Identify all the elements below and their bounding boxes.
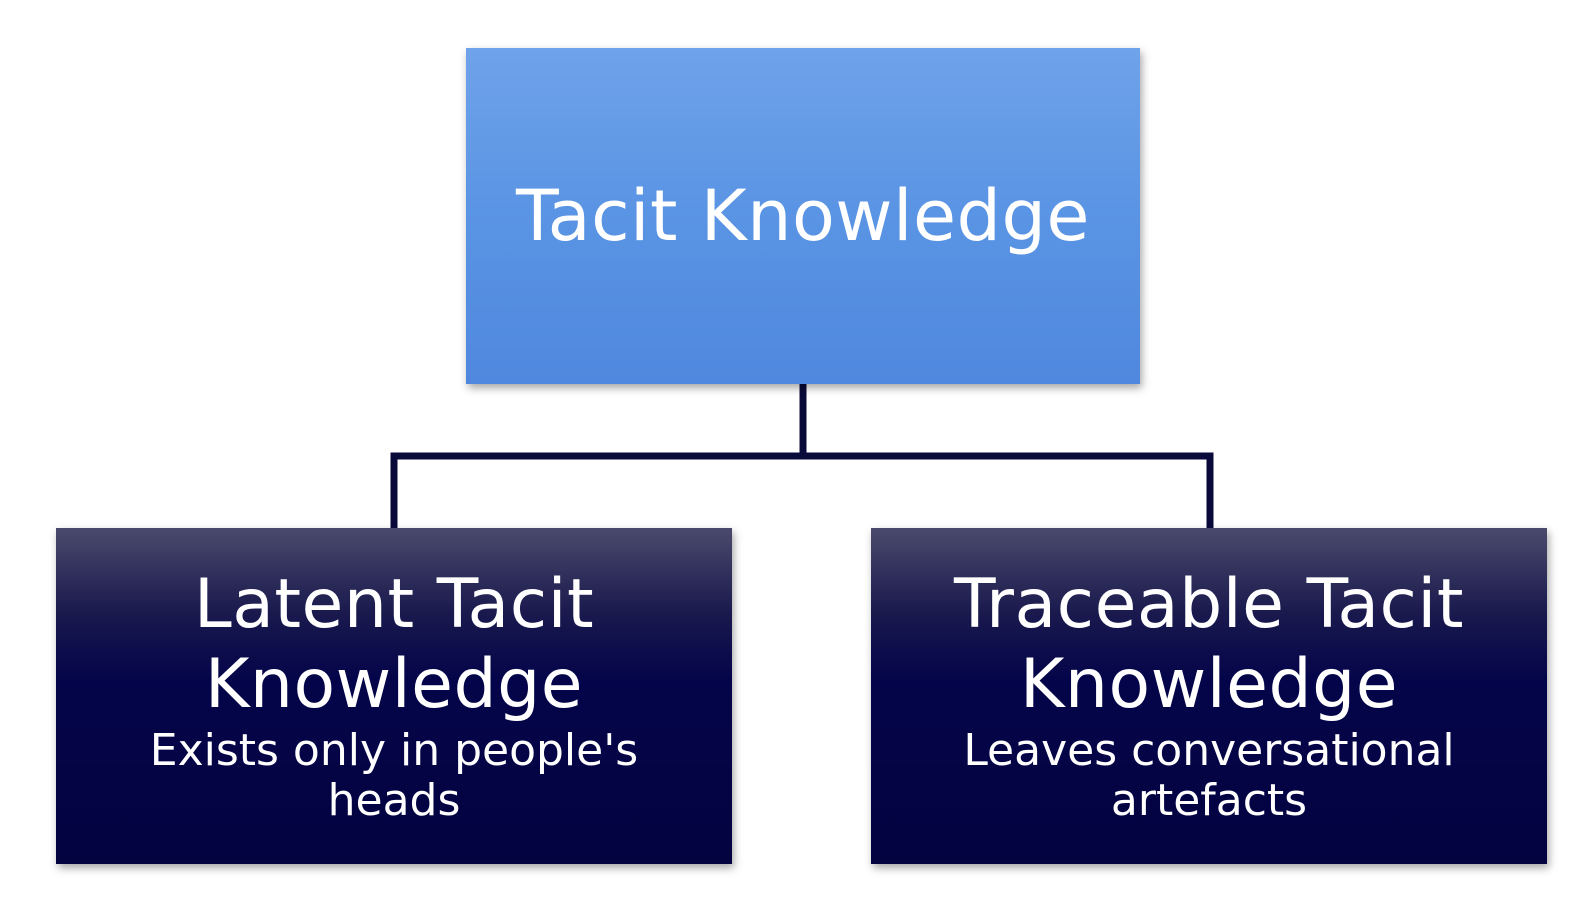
- child-node-traceable: Traceable Tacit Knowledge Leaves convers…: [871, 528, 1547, 864]
- child-node-description: Exists only in people's heads: [149, 724, 639, 827]
- child-node-title: Traceable Tacit Knowledge: [954, 565, 1464, 725]
- child-node-title: Latent Tacit Knowledge: [193, 565, 595, 725]
- child-node-latent: Latent Tacit Knowledge Exists only in pe…: [56, 528, 732, 864]
- root-node: Tacit Knowledge: [466, 48, 1140, 384]
- child-node-description: Leaves conversational artefacts: [963, 724, 1455, 827]
- root-node-title: Tacit Knowledge: [516, 174, 1090, 257]
